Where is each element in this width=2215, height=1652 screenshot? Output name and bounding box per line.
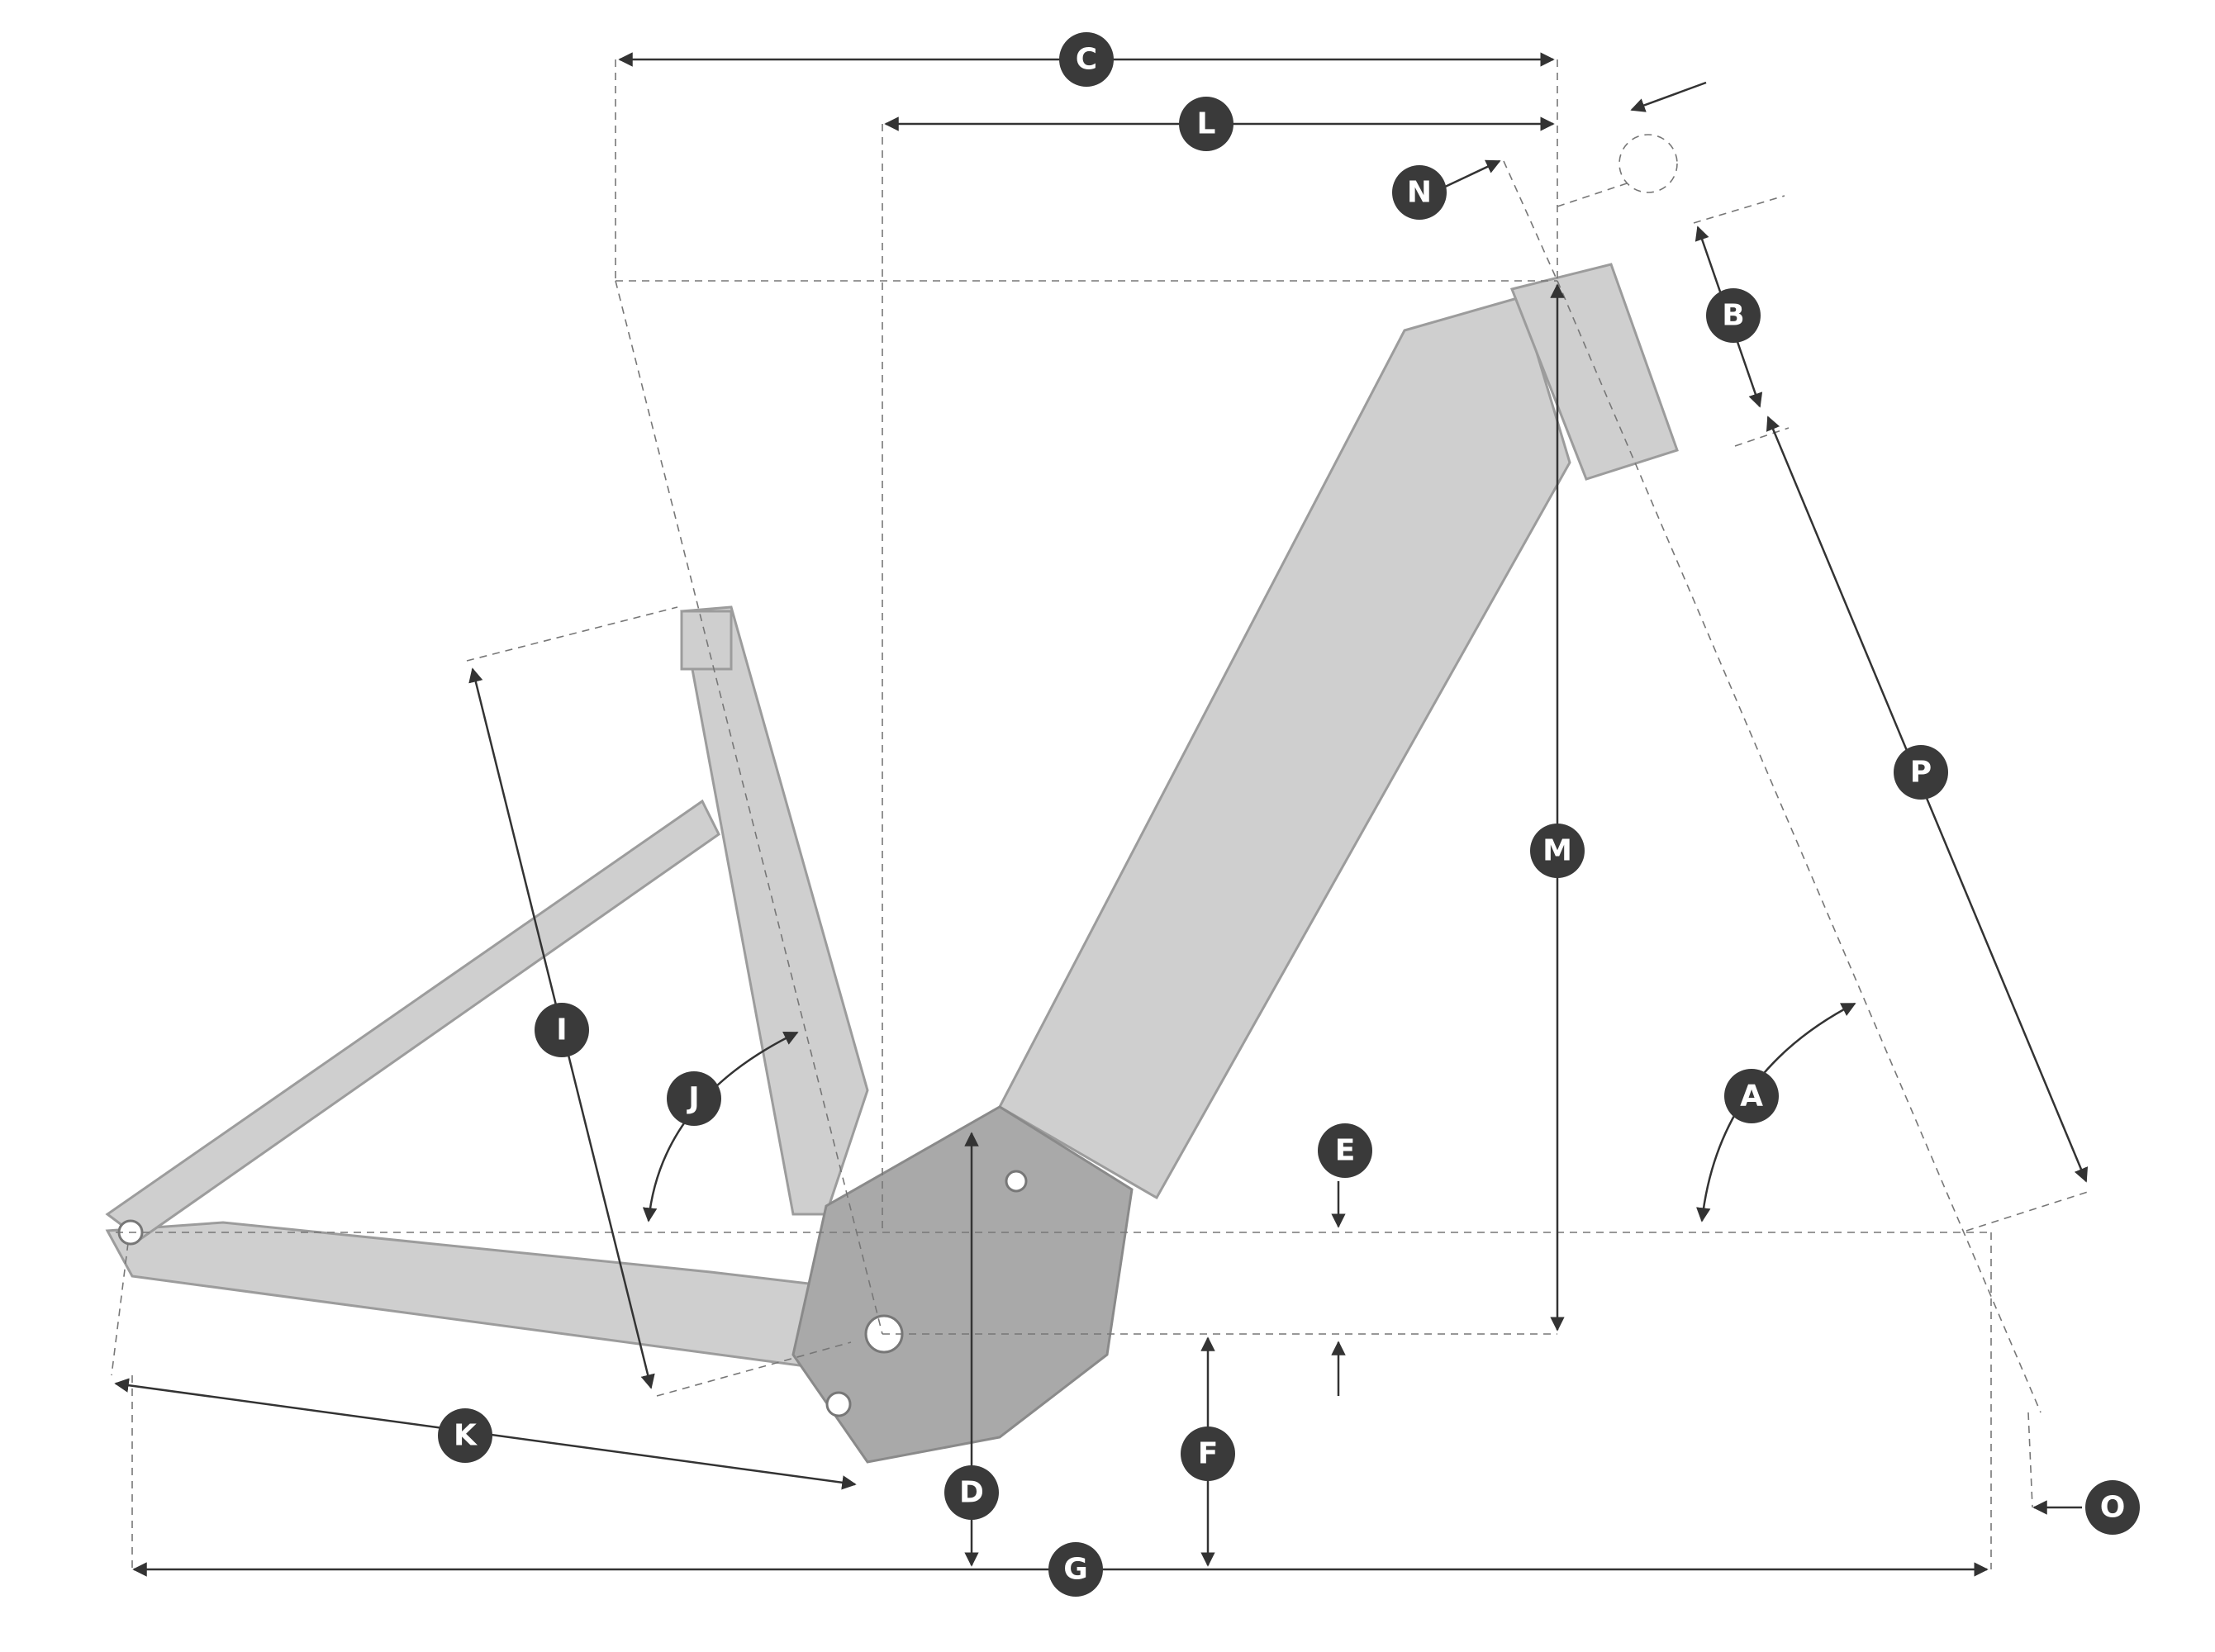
marker-g: G bbox=[1048, 1542, 1103, 1597]
marker-e-label: E bbox=[1335, 1134, 1356, 1168]
marker-e: E bbox=[1318, 1123, 1372, 1178]
marker-p-label: P bbox=[1910, 756, 1932, 790]
marker-k: K bbox=[438, 1408, 492, 1463]
marker-f: F bbox=[1181, 1427, 1235, 1481]
marker-o-label: O bbox=[2100, 1491, 2126, 1525]
marker-l: L bbox=[1179, 97, 1233, 151]
marker-i-label: I bbox=[556, 1014, 567, 1047]
marker-g-label: G bbox=[1063, 1553, 1088, 1587]
marker-l-label: L bbox=[1197, 107, 1216, 141]
marker-p: P bbox=[1894, 745, 1948, 800]
dim-n-arrow bbox=[1441, 159, 1501, 190]
marker-d: D bbox=[944, 1465, 999, 1520]
marker-a: A bbox=[1724, 1069, 1779, 1123]
marker-c: C bbox=[1059, 32, 1114, 87]
dimension-lines bbox=[114, 52, 2089, 1577]
marker-f-label: F bbox=[1198, 1437, 1219, 1471]
motor-bolt bbox=[1005, 1170, 1028, 1193]
bike-frame bbox=[105, 263, 1679, 1464]
marker-n-label: N bbox=[1407, 176, 1432, 210]
dim-a-arc bbox=[1696, 1002, 1856, 1222]
marker-o: O bbox=[2085, 1480, 2140, 1535]
dim-head-arrow bbox=[1630, 81, 1707, 112]
motor-housing bbox=[791, 1105, 1134, 1464]
marker-c-label: C bbox=[1076, 43, 1097, 77]
marker-a-label: A bbox=[1740, 1080, 1763, 1113]
marker-k-label: K bbox=[454, 1419, 478, 1453]
down-tube bbox=[998, 296, 1571, 1200]
marker-b: B bbox=[1706, 288, 1761, 343]
dim-p-line bbox=[1766, 415, 2089, 1183]
chainstay bbox=[105, 1221, 853, 1373]
marker-i: I bbox=[535, 1003, 589, 1057]
marker-d-label: D bbox=[959, 1476, 984, 1510]
motor-bolt bbox=[825, 1391, 852, 1417]
marker-m: M bbox=[1530, 824, 1585, 878]
marker-j: J bbox=[667, 1071, 721, 1126]
seat-stay bbox=[105, 799, 720, 1241]
marker-b-label: B bbox=[1722, 299, 1744, 333]
marker-n: N bbox=[1392, 165, 1447, 220]
marker-m-label: M bbox=[1542, 834, 1572, 868]
marker-j-label: J bbox=[686, 1082, 699, 1116]
